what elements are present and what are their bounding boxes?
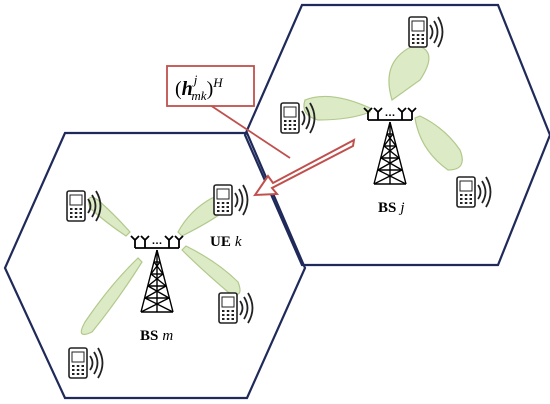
ue-k-phone-icon: [213, 184, 249, 216]
cell-m-hexagon: [3, 131, 307, 400]
beam-m-downright: [181, 245, 241, 295]
callout-line: [209, 104, 291, 159]
beam-j-up: [388, 44, 430, 101]
ue-j-top-phone-icon: [408, 16, 444, 48]
channel-label-box: [166, 65, 255, 107]
cell-j-hexagon: [243, 3, 550, 267]
bs-j-beams: [303, 44, 463, 171]
bs-j-antenna-array: [363, 106, 417, 121]
beam-m-upleft: [88, 196, 131, 237]
beam-m-downleft: [80, 257, 143, 335]
bs-m-beams: [80, 196, 241, 335]
ue-m-topleft-phone-icon: [66, 190, 102, 222]
beam-j-left: [303, 95, 371, 121]
ue-j-right-phone-icon: [456, 176, 492, 208]
ue-m-bottomleft-phone-icon: [68, 347, 104, 379]
interference-arrow: [253, 138, 356, 197]
bs-m-antenna-array: [130, 234, 184, 249]
beam-j-down: [414, 115, 463, 171]
bs-m-tower-icon: [140, 249, 174, 313]
ue-m-right-phone-icon: [218, 292, 254, 324]
bs-j-tower-icon: [373, 121, 407, 185]
